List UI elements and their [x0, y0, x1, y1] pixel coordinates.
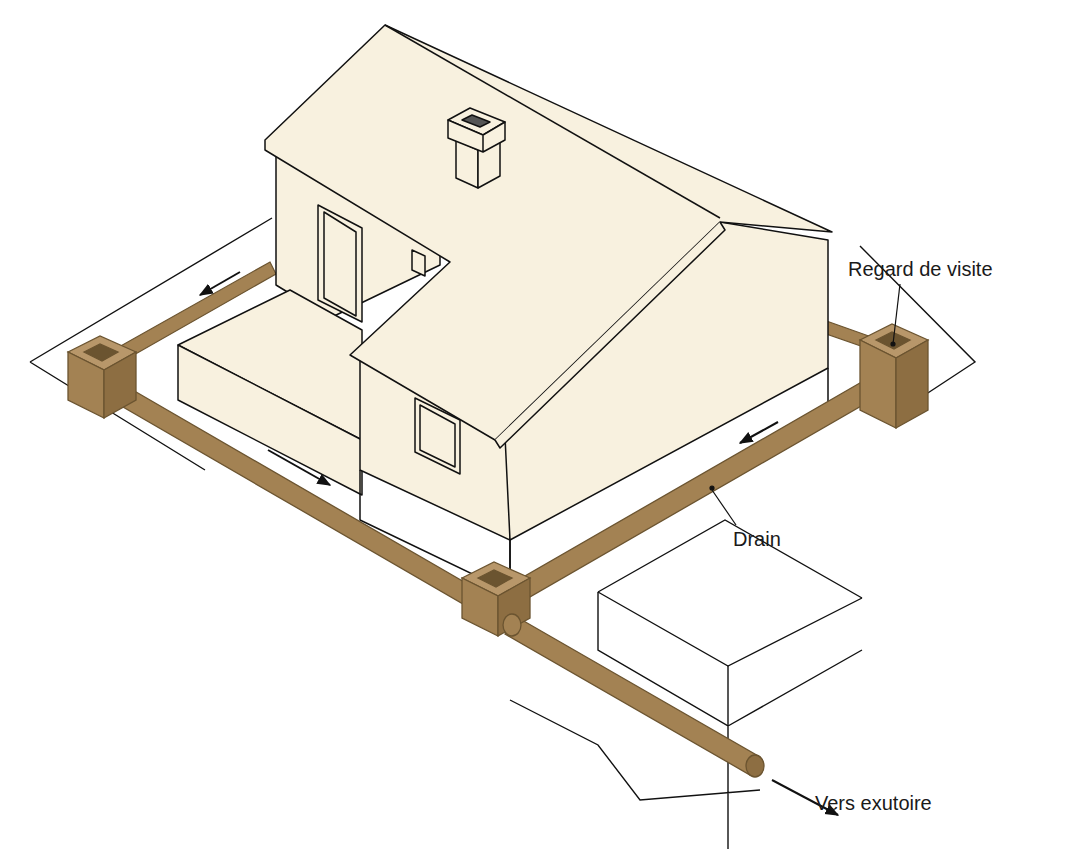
part-label: Regard de visite — [848, 258, 993, 280]
part-label: Drain — [733, 528, 781, 550]
outlet-label: Vers exutoire — [815, 792, 932, 814]
